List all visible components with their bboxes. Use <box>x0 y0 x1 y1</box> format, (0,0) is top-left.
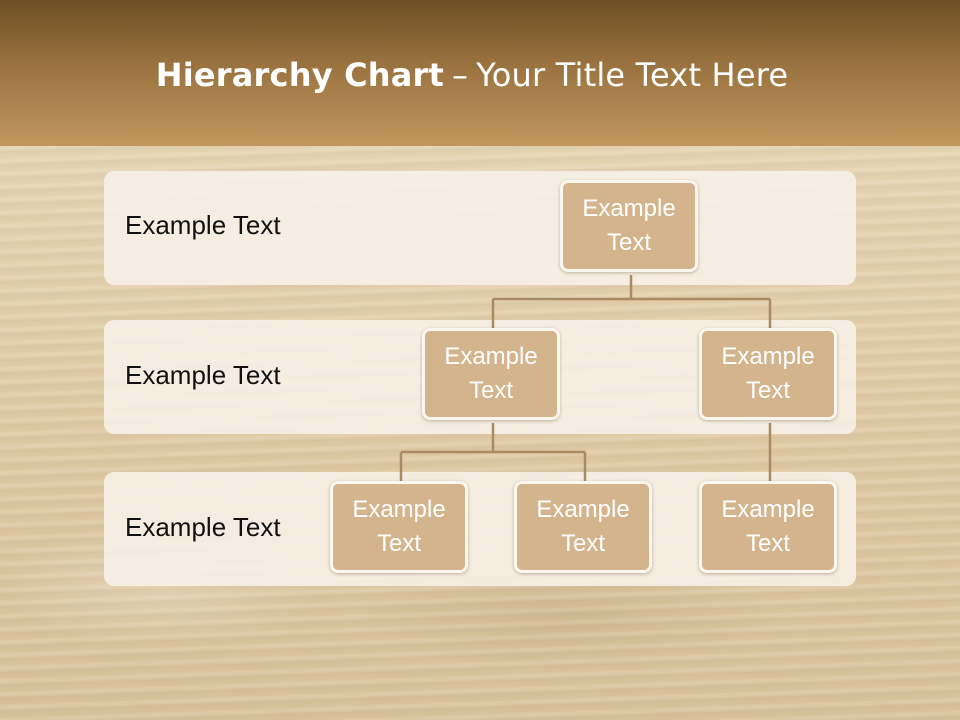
title-separator: – <box>452 56 469 94</box>
node-level3-c-text: Example Text <box>721 496 815 557</box>
node-level3-b-text: Example Text <box>536 496 630 557</box>
title-bar <box>0 0 960 146</box>
connector-root-to-level2 <box>491 275 772 330</box>
node-level2-right[interactable]: Example Text <box>699 328 837 420</box>
node-level3-b[interactable]: Example Text <box>514 481 652 573</box>
level-label-2: Example Text <box>125 360 281 390</box>
title-rest: Your Title Text Here <box>476 56 789 94</box>
title-bold-part: Hierarchy Chart <box>155 56 445 94</box>
connector-left-to-level3 <box>399 423 587 483</box>
node-level2-left[interactable]: Example Text <box>422 328 560 420</box>
level-label-1: Example Text <box>125 210 281 240</box>
node-level3-a-text: Example Text <box>352 496 446 557</box>
slide-title: Hierarchy Chart–Your Title Text Here <box>0 56 944 94</box>
level-label-3: Example Text <box>125 512 281 542</box>
node-level3-a[interactable]: Example Text <box>330 481 468 573</box>
node-level3-c[interactable]: Example Text <box>699 481 837 573</box>
node-level2-right-text: Example Text <box>721 343 815 404</box>
node-root[interactable]: Example Text <box>560 180 698 272</box>
node-level2-left-text: Example Text <box>444 343 538 404</box>
level-band-1 <box>104 171 856 285</box>
node-root-text: Example Text <box>582 195 676 256</box>
